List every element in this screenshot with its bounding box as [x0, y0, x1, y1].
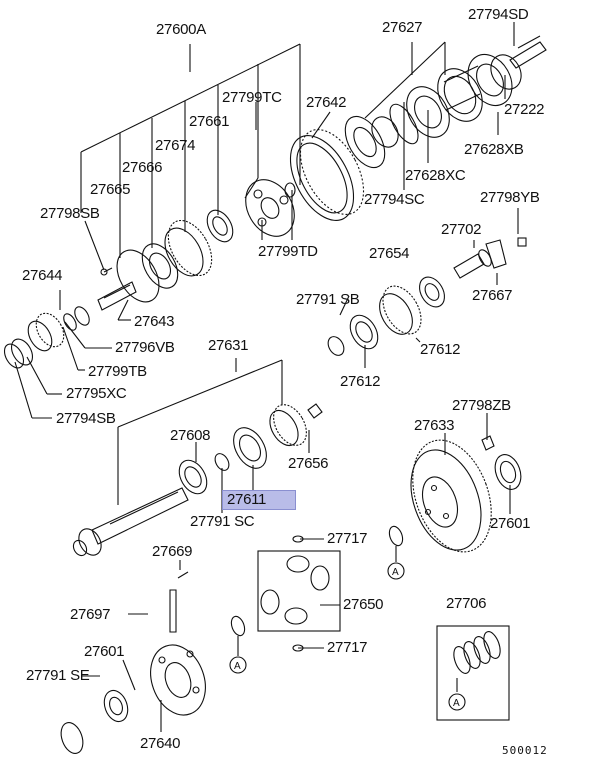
differential-case-27640	[60, 546, 397, 754]
label-27600A: 27600A	[156, 21, 206, 38]
label-27628XB: 27628XB	[464, 141, 524, 158]
spring-set-27706	[436, 625, 510, 721]
label-27611-highlighted[interactable]: 27611	[222, 490, 296, 510]
label-27612-upper: 27612	[420, 341, 461, 358]
planet-carrier	[206, 179, 296, 243]
label-27798YB: 27798YB	[480, 189, 540, 206]
label-27794SB: 27794SB	[56, 410, 116, 427]
label-27644: 27644	[22, 267, 63, 284]
label-27628XC: 27628XC	[405, 167, 466, 184]
label-27791SC: 27791 SC	[190, 513, 255, 530]
label-27631: 27631	[208, 337, 249, 354]
label-27665: 27665	[90, 181, 131, 198]
label-27650: 27650	[343, 596, 384, 613]
label-27640: 27640	[140, 735, 181, 752]
ref-marker-a-3: A	[453, 698, 460, 709]
differential-ring-gear-27633	[388, 435, 522, 553]
label-27791SB: 27791 SB	[296, 291, 360, 308]
pinion-parts-right	[327, 237, 527, 356]
label-27633: 27633	[414, 417, 455, 434]
label-27643: 27643	[134, 313, 175, 330]
label-27717-lower: 27717	[327, 639, 368, 656]
diagram-code: 500012	[502, 744, 548, 757]
label-27794SC: 27794SC	[364, 191, 425, 208]
gear-27674	[100, 219, 213, 303]
label-27798ZB: 27798ZB	[452, 397, 511, 414]
label-27799TC: 27799TC	[222, 89, 282, 106]
bracket-27627	[364, 41, 446, 119]
bracket-27631	[117, 358, 283, 505]
drive-pinion-27631	[72, 403, 323, 557]
ref-marker-a-2: A	[234, 661, 241, 672]
label-27601-upper: 27601	[490, 515, 531, 532]
label-27666: 27666	[122, 159, 163, 176]
label-27656: 27656	[288, 455, 329, 472]
label-27654: 27654	[369, 245, 410, 262]
label-27222: 27222	[504, 101, 545, 118]
label-27717-upper: 27717	[327, 530, 368, 547]
label-27799TB: 27799TB	[88, 363, 147, 380]
label-27791SE: 27791 SE	[26, 667, 90, 684]
label-27799TD: 27799TD	[258, 243, 318, 260]
ref-markers	[229, 562, 466, 711]
label-27642: 27642	[306, 94, 347, 111]
output-shaft-assembly	[344, 35, 547, 169]
label-27794SD: 27794SD	[468, 6, 529, 23]
pinion-gear-set-27650	[257, 535, 341, 652]
label-27796VB: 27796VB	[115, 339, 175, 356]
label-27706: 27706	[446, 595, 487, 612]
label-27798SB: 27798SB	[40, 205, 100, 222]
label-27608: 27608	[170, 427, 211, 444]
label-27667: 27667	[472, 287, 513, 304]
label-27661: 27661	[189, 113, 230, 130]
label-27795XC: 27795XC	[66, 385, 127, 402]
label-27612-lower: 27612	[340, 373, 381, 390]
label-27669: 27669	[152, 543, 193, 560]
ring-gear-27642	[289, 129, 365, 221]
label-27702: 27702	[441, 221, 482, 238]
label-27601-lower: 27601	[84, 643, 125, 660]
label-27697: 27697	[70, 606, 111, 623]
shaft-27643	[3, 281, 137, 369]
label-27627: 27627	[382, 19, 423, 36]
ref-marker-a-1: A	[392, 567, 399, 578]
bracket-27600A	[80, 43, 301, 258]
label-27674: 27674	[155, 137, 196, 154]
